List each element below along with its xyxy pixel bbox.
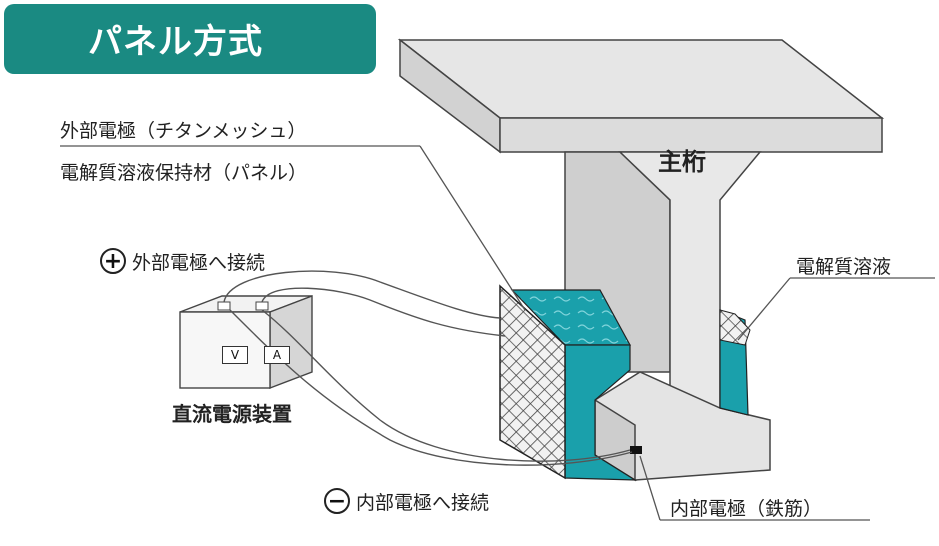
ammeter: A [264,346,290,364]
connect-external-label: 外部電極へ接続 [132,252,266,274]
electrolyte-panel [510,289,638,481]
holding-material-label: 電解質溶液保持材（パネル） [60,162,308,184]
electrolyte-right [719,309,751,416]
electrolyte-label: 電解質溶液 [796,256,892,278]
external-electrode-label: 外部電極（チタンメッシュ） [60,120,307,142]
rebar-marker [630,446,642,454]
dc-power-supply-box [179,294,313,390]
title-banner: パネル方式 [4,4,376,74]
internal-electrode-label: 内部電極（鉄筋） [670,498,823,520]
girder-label: 主桁 [658,147,706,176]
power-supply-label: 直流電源装置 [172,402,292,426]
girder-top-flange [397,38,885,154]
connect-internal-label: 内部電極へ接続 [356,492,490,514]
titanium-mesh-panel [499,284,566,480]
minus-sign: − [324,488,350,514]
plus-sign: + [100,248,126,274]
voltmeter: V [222,346,248,364]
leader-lines [60,145,935,521]
page-title: パネル方式 [88,22,263,62]
